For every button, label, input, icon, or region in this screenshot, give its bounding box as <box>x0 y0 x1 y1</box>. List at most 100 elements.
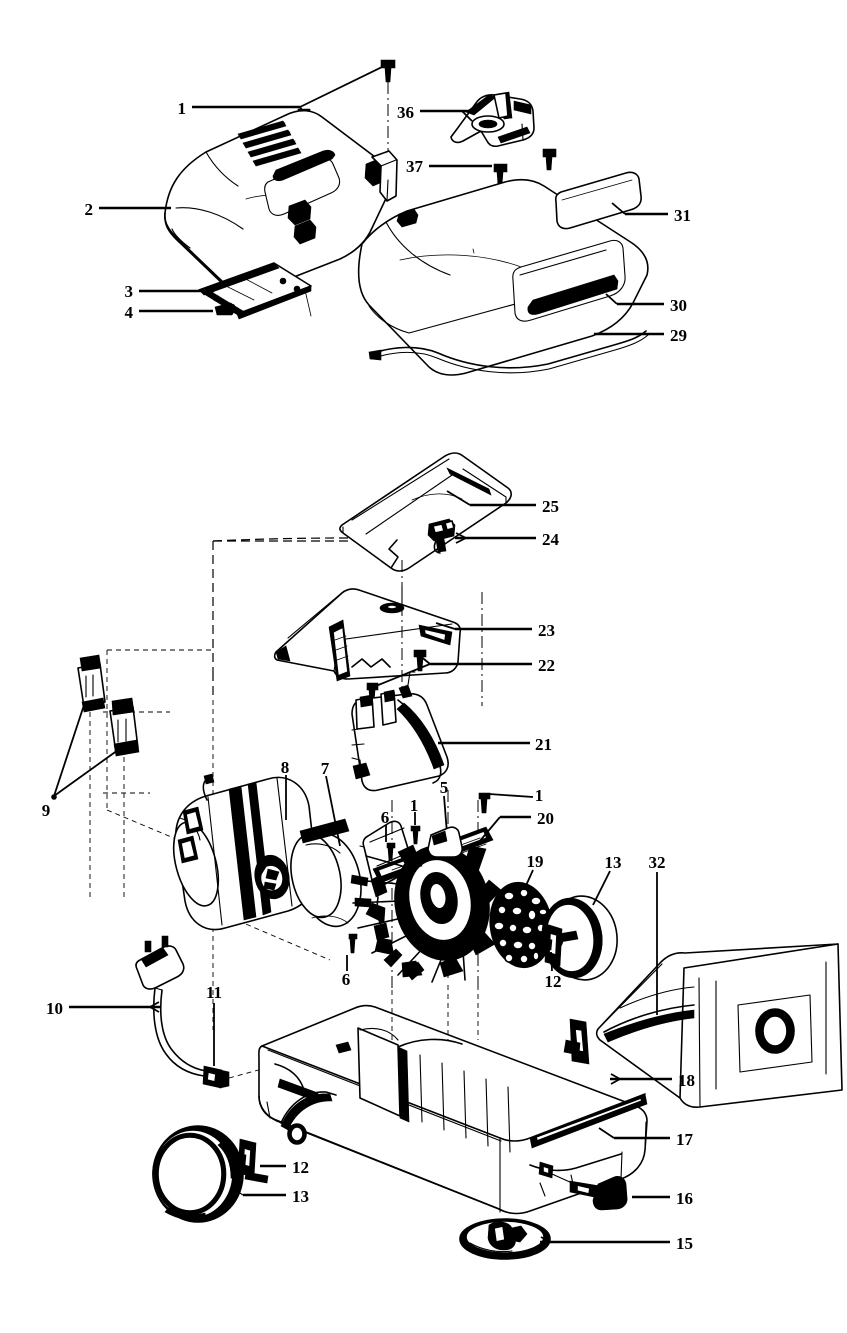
leader-9-branch-b <box>53 749 119 797</box>
callout-18: 18 <box>678 1071 695 1090</box>
callout-7: 7 <box>321 759 330 778</box>
leader-9-branch-a <box>53 704 85 797</box>
drain-plug <box>551 1173 628 1211</box>
hood-lower-edge <box>171 228 191 249</box>
callout-9: 9 <box>42 801 51 820</box>
leader-1-branch-b <box>299 65 385 108</box>
leader-23-kink <box>435 622 456 630</box>
lid-rim-line <box>385 221 451 276</box>
leader-18-arrow <box>610 1073 621 1085</box>
wheel-lower-leader-kink <box>231 1187 244 1196</box>
fan-impeller <box>350 826 502 983</box>
leader-22-branch-b <box>370 663 431 689</box>
callout-23: 23 <box>538 621 555 640</box>
hood-latch-right-detail <box>380 159 397 202</box>
leader-20-kink <box>478 816 501 843</box>
group-motor-and-canister <box>51 452 843 1260</box>
leader-22-branch-a <box>418 654 431 665</box>
hood-tail-line <box>304 289 312 317</box>
callout-24: 24 <box>542 530 560 549</box>
nameplate-inner <box>561 179 633 201</box>
callout-8: 8 <box>281 758 290 777</box>
callout-1-top: 1 <box>178 99 187 118</box>
nameplate-label <box>554 171 642 230</box>
leader-12a <box>550 951 553 972</box>
callout-21: 21 <box>535 735 552 754</box>
filter-cover-plate <box>339 452 512 572</box>
callout-12-upper: 12 <box>545 972 562 991</box>
callout-labels: 1 2 3 4 36 37 31 30 29 25 24 23 22 21 9 … <box>42 99 695 1253</box>
leader-17-kink <box>598 1127 615 1139</box>
callout-15: 15 <box>676 1234 693 1253</box>
callout-17: 17 <box>676 1130 694 1149</box>
callout-19: 19 <box>527 852 544 871</box>
foam-filter-pad <box>489 881 553 969</box>
callout-32: 32 <box>649 853 666 872</box>
lid-handle-lip <box>527 274 619 315</box>
bag-mount-collar <box>563 1018 590 1065</box>
leader-10-arrow <box>149 1001 160 1013</box>
motor-tie-bolt-a <box>386 842 396 862</box>
handle-mount-bracket <box>450 91 535 148</box>
callout-29: 29 <box>670 326 687 345</box>
hood-latch-mid <box>287 199 312 226</box>
lid-dot-1 <box>472 248 475 254</box>
hood-crown-line-1 <box>205 151 239 187</box>
lid-front-edge <box>368 299 531 334</box>
power-cord <box>135 935 207 1077</box>
canister-body-tank <box>258 1004 648 1215</box>
dust-bag <box>595 943 843 1108</box>
callout-31: 31 <box>674 206 691 225</box>
callout-36: 36 <box>397 103 414 122</box>
carbon-brush-lower <box>109 697 140 757</box>
screw-icon-1c <box>478 792 491 814</box>
group-hood-and-lid <box>99 59 668 376</box>
leader-7 <box>325 775 341 847</box>
callout-16: 16 <box>676 1189 693 1208</box>
leader-13a <box>592 870 611 906</box>
leader-1c <box>488 793 534 798</box>
latch-clip-small <box>214 302 237 316</box>
callout-3: 3 <box>125 282 134 301</box>
screw-icon-22-a <box>413 649 427 672</box>
callout-22: 22 <box>538 656 555 675</box>
motor-field-coil <box>290 818 362 928</box>
callout-13-lower: 13 <box>292 1187 309 1206</box>
callout-25: 25 <box>542 497 559 516</box>
callout-12-lower: 12 <box>292 1158 309 1177</box>
hood-vent-grille <box>237 120 302 167</box>
callout-6-b: 6 <box>342 970 351 989</box>
callout-13-upper: 13 <box>605 853 622 872</box>
lid-surface-line <box>399 254 525 269</box>
caster-swivel-wheel <box>459 1218 551 1260</box>
hood-latch-right-bracket <box>371 150 398 202</box>
screw-icon-37-a <box>542 148 557 171</box>
screw-icon-1b <box>410 825 421 845</box>
callout-30: 30 <box>670 296 687 315</box>
cord-strain-relief <box>202 1065 230 1089</box>
switch-actuator <box>427 518 456 554</box>
leader-15-arrow <box>540 1236 551 1248</box>
leader-25-kink <box>446 490 471 506</box>
motor-baffle-housing <box>351 671 449 792</box>
lid-handle-inner <box>519 249 607 276</box>
callout-6-a: 6 <box>381 808 390 827</box>
leader-24-arrow <box>455 532 467 544</box>
callout-2: 2 <box>85 200 94 219</box>
motor-shroud-cap <box>273 588 462 682</box>
callout-11: 11 <box>206 983 222 1002</box>
armature-core <box>254 854 290 900</box>
hood-recess-dot <box>318 155 321 162</box>
callout-1-fan: 1 <box>535 786 544 805</box>
hood-crown-line-2 <box>175 207 244 230</box>
wheel-axle-clip-lower <box>230 1138 269 1184</box>
carbon-brush-upper <box>77 654 106 713</box>
callout-5: 5 <box>440 778 449 797</box>
leader-31-kink <box>611 202 626 215</box>
lid-boss-left <box>396 208 419 228</box>
callout-4: 4 <box>125 303 134 322</box>
leader-30-kink <box>605 293 618 305</box>
callout-20: 20 <box>537 809 554 828</box>
